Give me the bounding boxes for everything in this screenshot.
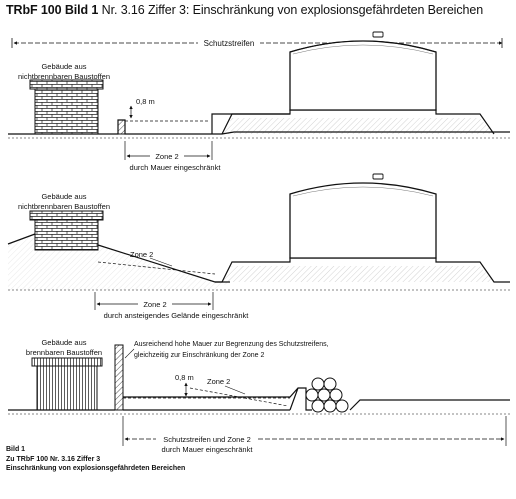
figure-caption: Bild 1 Zu TRbF 100 Nr. 3.16 Ziffer 3 Ein…	[6, 445, 185, 474]
wall-note-3b: gleichzeitig zur Einschränkung der Zone …	[134, 352, 264, 359]
note-3b: durch Mauer eingeschränkt	[162, 445, 254, 454]
note-1: durch Mauer eingeschränkt	[130, 163, 222, 172]
panel-2: Gebäude aus nichtbrennbaren Baustoffen Z…	[7, 173, 510, 320]
note-2: durch ansteigendes Gelände eingeschränkt	[104, 311, 250, 320]
low-wall-1	[117, 119, 126, 135]
high-wall-3	[114, 344, 124, 411]
zone-slope-label-2: Zone 2	[130, 250, 153, 259]
building-label-2a: Gebäude aus	[41, 192, 86, 201]
panel-1: Schutzstreifen Gebäude aus nichtbrennbar…	[8, 31, 510, 172]
building-label-1b: nichtbrennbaren Baustoffen	[18, 72, 110, 81]
building-label-3b: brennbaren Baustoffen	[26, 348, 102, 357]
tank-1	[289, 40, 437, 111]
tank-2	[289, 182, 437, 259]
brick-roof-1	[29, 79, 104, 90]
wood-roof-3	[31, 357, 103, 367]
panel-3: Gebäude aus brennbaren Baustoffen Ausrei…	[8, 338, 510, 454]
height-label-3: 0,8 m	[175, 373, 194, 382]
caption-line-3: Einschränkung von explosionsgefährdeten …	[6, 465, 186, 472]
wood-building-3	[36, 365, 98, 411]
figure-title-prefix: TRbF 100 Bild 1	[6, 3, 99, 17]
building-label-3a: Gebäude aus	[41, 338, 86, 347]
zone-label-1: Zone 2	[155, 152, 178, 161]
brick-roof-2	[29, 210, 104, 221]
brick-building-2	[34, 219, 99, 251]
zone-label-2: Zone 2	[143, 300, 166, 309]
note-3a: Schutzstreifen und Zone 2	[163, 435, 251, 444]
caption-line-2: Zu TRbF 100 Nr. 3.16 Ziffer 3	[6, 455, 101, 463]
building-label-2b: nichtbrennbaren Baustoffen	[18, 202, 110, 211]
caption-line-1: Bild 1	[6, 446, 26, 453]
brick-building-1	[34, 88, 99, 135]
figure-title-text: Nr. 3.16 Ziffer 3: Einschränkung von exp…	[98, 3, 484, 17]
zone-in-label-3: Zone 2	[207, 377, 230, 386]
figure-title: TRbF 100 Bild 1 Nr. 3.16 Ziffer 3: Einsc…	[6, 3, 483, 17]
building-label-1a: Gebäude aus	[41, 62, 86, 71]
height-label-1: 0,8 m	[136, 97, 155, 106]
pipe-stack-3	[305, 377, 349, 413]
wall-note-3a: Ausreichend hohe Mauer zur Begrenzung de…	[134, 341, 329, 348]
schutzstreifen-label: Schutzstreifen	[204, 39, 255, 48]
